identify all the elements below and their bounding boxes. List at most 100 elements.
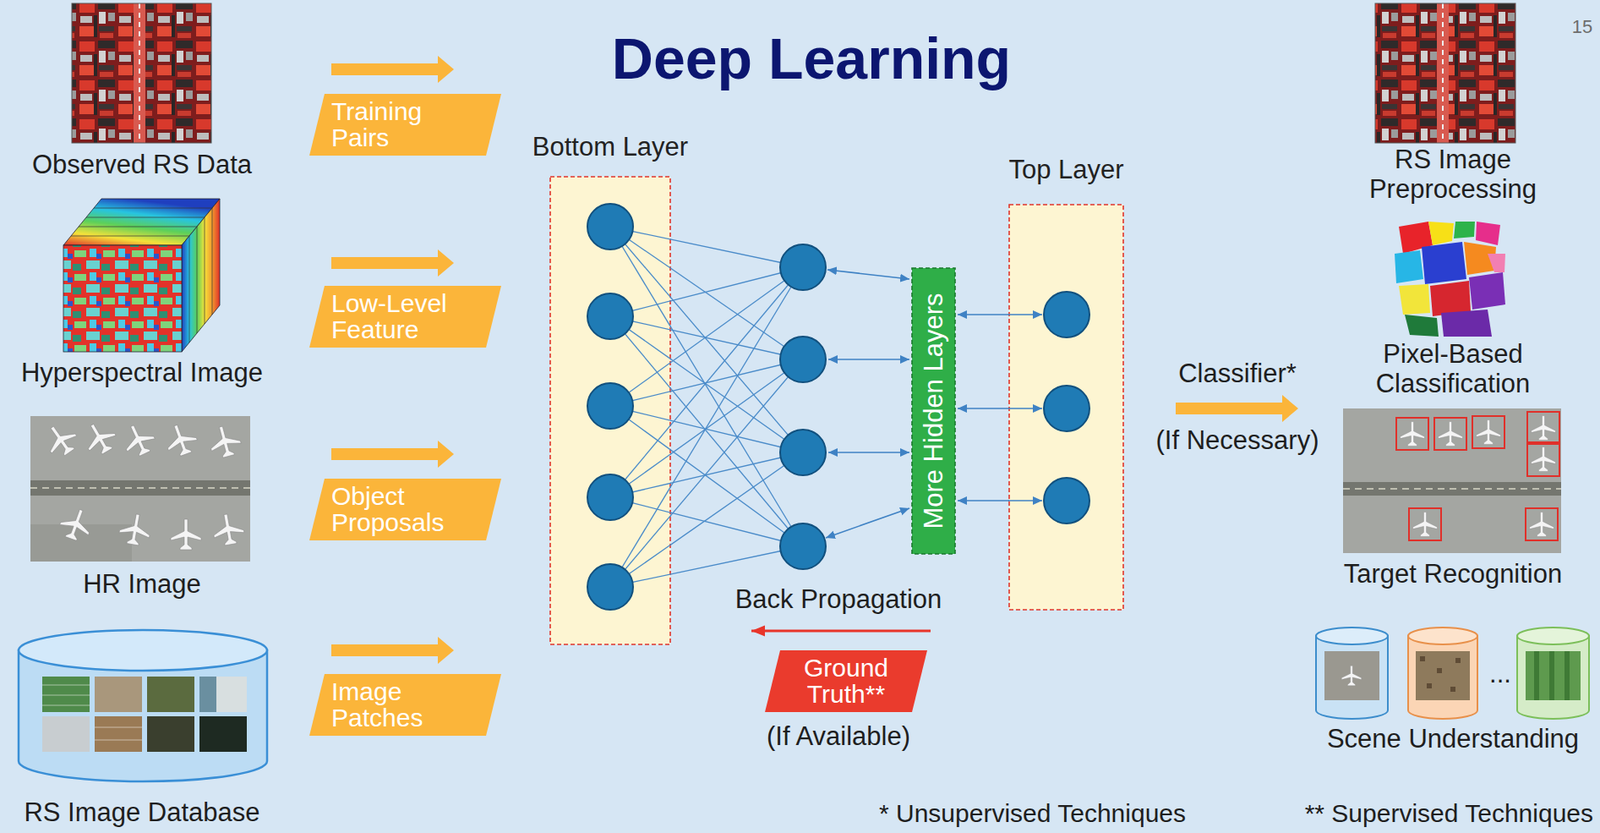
- airport-image: [118, 419, 159, 460]
- database-cylinder: [18, 629, 268, 671]
- layer-box: Bottom Layer: [549, 175, 672, 645]
- input-arrow: [331, 440, 454, 468]
- neural-network: [828, 451, 910, 454]
- airport-image: [56, 504, 96, 544]
- airport-image: [1476, 420, 1502, 445]
- airport-image: [39, 418, 82, 461]
- airport-image: [30, 486, 251, 489]
- neural-network: [780, 336, 826, 383]
- tag-text: Image Patches: [331, 678, 471, 731]
- output-caption: Target Recognition: [1343, 559, 1563, 590]
- database-cylinder: [42, 704, 90, 706]
- scene-cylinder: [1316, 627, 1388, 645]
- airport-image: [1531, 447, 1557, 472]
- database-cylinder: [94, 676, 142, 712]
- airport-image: [1400, 421, 1426, 447]
- scene-cylinder: [1408, 635, 1478, 719]
- airport-image: [30, 415, 251, 562]
- airport-image: [1472, 415, 1505, 448]
- airport-image: [1396, 411, 1560, 541]
- note: (If Necessary): [1156, 425, 1320, 456]
- neural-network: [828, 358, 910, 361]
- rs-image: [133, 3, 146, 143]
- classification-map: [1487, 253, 1506, 273]
- slide-title: Deep Learning: [611, 25, 1011, 92]
- airport-image: [117, 511, 153, 547]
- hyperspectral-cube: [86, 217, 205, 324]
- airport-image: [1525, 507, 1558, 541]
- input-tag-shape: [309, 93, 502, 156]
- rs-image: [71, 3, 212, 143]
- classifier-arrow: [1175, 394, 1299, 422]
- input-tag: Object Proposals: [309, 478, 502, 541]
- output-caption: Scene Understanding: [1326, 724, 1579, 754]
- airport-image: [78, 416, 121, 459]
- ellipsis: ...: [1489, 659, 1512, 689]
- airport-image: [1408, 507, 1442, 541]
- airport-image: [30, 480, 251, 496]
- scene-cylinder: [1549, 650, 1555, 700]
- classification-map: [1430, 280, 1471, 317]
- airport-image: [1343, 408, 1562, 553]
- airport-image: [1396, 417, 1429, 450]
- rs-image: [71, 3, 212, 143]
- scene-cylinder: [1408, 627, 1478, 645]
- layer-box-outline: [549, 175, 672, 645]
- scene-cylinder: [1534, 650, 1540, 700]
- airport-image: [1434, 417, 1467, 450]
- classification-map: [1475, 221, 1501, 246]
- hidden-layers-frame: [911, 267, 956, 554]
- input-arrow: [331, 249, 454, 277]
- database-cylinder: [199, 715, 247, 752]
- airport-image: [1529, 512, 1555, 537]
- airport-image: [1527, 411, 1560, 443]
- hyperspectral-cube: [70, 235, 190, 343]
- scene-cylinder: [1419, 655, 1461, 692]
- input-tag: Training Pairs: [309, 93, 502, 156]
- input-tag-shape: [309, 285, 502, 348]
- image-caption: RS Image Database: [23, 797, 260, 828]
- rs-image: [1441, 3, 1444, 143]
- scene-cylinder: [1341, 665, 1361, 685]
- back-propagation-arrow: [751, 629, 931, 633]
- scene-cylinder: [1415, 650, 1470, 700]
- database-cylinder: [94, 726, 142, 728]
- hidden-layers-box: More Hidden Layers: [911, 267, 956, 555]
- airport-image: [1438, 421, 1464, 447]
- airport-image: [206, 422, 244, 460]
- scene-cylinder: [1517, 627, 1590, 645]
- scene-cylinder: [1419, 655, 1426, 661]
- tag-text: Low-Level Feature: [331, 290, 471, 343]
- classification-map: [1404, 314, 1439, 337]
- classification-map: [1453, 221, 1475, 239]
- database-cylinder: [42, 683, 90, 686]
- classification-map: [1398, 283, 1431, 315]
- classification-map: [1394, 250, 1424, 284]
- database-cylinder: [42, 676, 90, 712]
- database-cylinder: [147, 676, 195, 712]
- hyperspectral-cube: [63, 245, 182, 352]
- layer-heading: Top Layer: [1008, 155, 1124, 185]
- ground-truth-tag-shape: [764, 649, 928, 712]
- airport-image: [210, 511, 246, 547]
- airport-image: [1531, 415, 1557, 441]
- rs-image: [1375, 3, 1516, 143]
- input-tag-shape: [309, 478, 502, 541]
- input-arrow: [331, 55, 454, 83]
- scene-cylinder: [1324, 650, 1380, 700]
- database-cylinder: [42, 715, 90, 752]
- image-caption: HR Image: [82, 569, 202, 600]
- airport-image: [1413, 512, 1438, 537]
- layer-box: Top Layer: [1008, 203, 1125, 611]
- hyperspectral-cube: [93, 207, 213, 315]
- scene-cylinder: [1426, 682, 1432, 689]
- scene-cylinder: [1316, 635, 1388, 719]
- rs-image: [71, 3, 212, 143]
- box-text: More Hidden Layers: [918, 292, 948, 529]
- rs-image: [1436, 3, 1449, 143]
- input-tag: Image Patches: [309, 673, 502, 736]
- neural-network: [780, 523, 826, 569]
- database-cylinder: [94, 738, 142, 741]
- scene-cylinder: [1455, 657, 1461, 663]
